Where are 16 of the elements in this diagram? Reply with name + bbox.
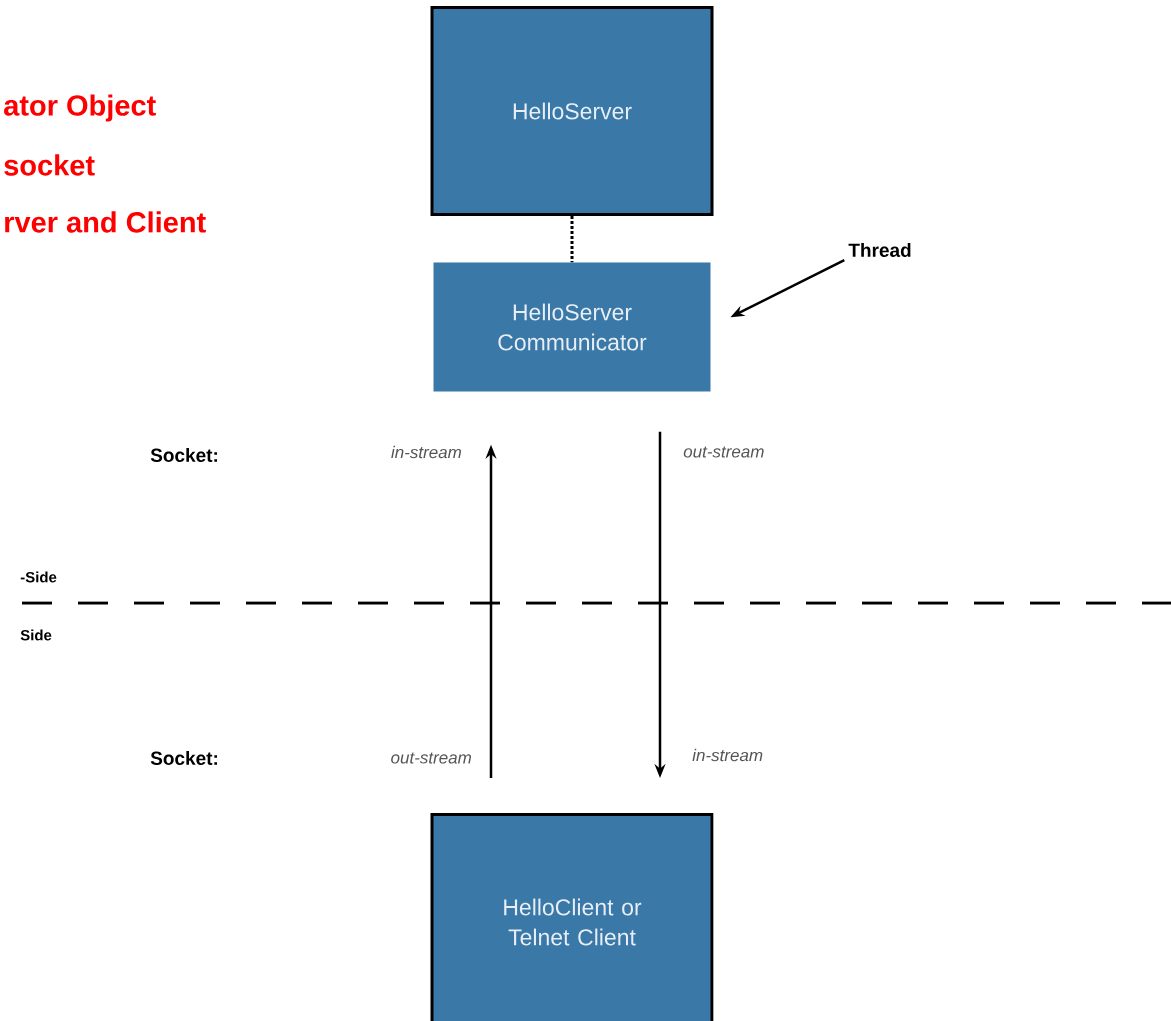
socket-label: Socket: — [150, 751, 217, 765]
heading-text: rver and Client — [5, 211, 206, 233]
client-box: HelloClient or Telnet Client — [430, 813, 714, 1021]
heading-text: ator Object — [4, 94, 156, 122]
stream-label: out-stream — [391, 752, 471, 764]
stream-label: out-stream — [683, 446, 764, 458]
socket-label: Socket: — [150, 448, 217, 462]
heading-text: socket — [4, 154, 95, 176]
stream-label: in-stream — [391, 445, 461, 459]
side-label: -Side — [20, 571, 57, 583]
stream-label: in-stream — [692, 748, 763, 762]
communicator-box: HelloServer Communicator — [433, 262, 711, 392]
thread-label: Thread — [848, 243, 911, 257]
connector-line — [570, 216, 574, 263]
server-box: HelloServer — [430, 6, 714, 216]
side-label: Side — [20, 629, 52, 641]
